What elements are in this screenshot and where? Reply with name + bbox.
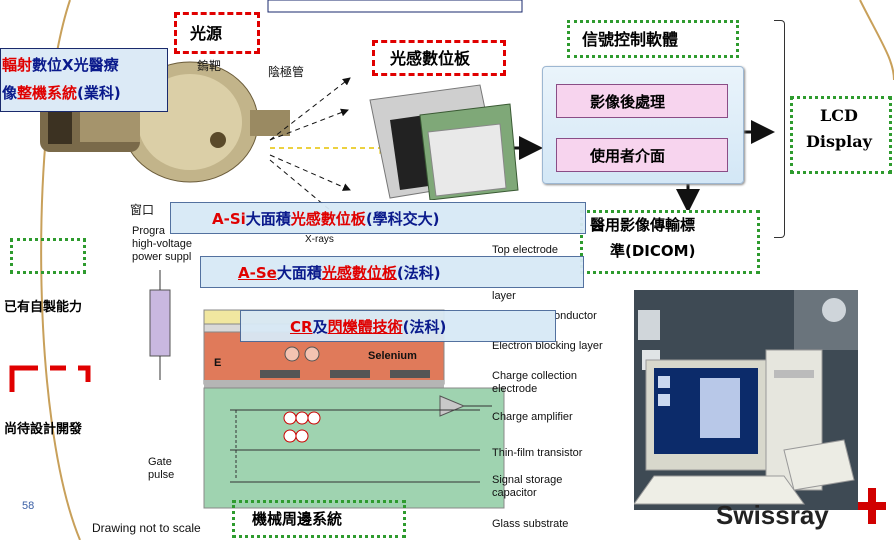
fpd-label: 光感數位板 [390, 49, 471, 68]
brand-cross-icon [858, 488, 886, 524]
dicom-line2: 準(DICOM) [610, 242, 696, 260]
banner-ase-b: 大面積 [276, 264, 322, 282]
banner-cr-b: 及 [312, 318, 328, 336]
system-title-box [0, 48, 168, 112]
source-label: 光源 [190, 24, 223, 43]
lcd-line1: LCD [820, 106, 858, 125]
legend-pending-label: 尚待設計開發 [4, 422, 83, 437]
banner-asi-text: A-Si大面積光感數位板(學科交大) [212, 208, 440, 229]
software-label-box [567, 20, 739, 58]
banner-asi-d: (學科交大) [365, 210, 440, 228]
banner-cr-a: CR [290, 318, 313, 336]
banner-ase-d: (法科) [396, 264, 441, 282]
schematic-gate-pulse-2: pulse [148, 469, 175, 481]
schematic-xrays-label: X-rays [305, 234, 334, 245]
schematic-label-top-electrode: Top electrode [492, 244, 559, 256]
flat-panel-image [369, 84, 519, 200]
banner-cr [240, 310, 556, 342]
system-title-part4: 整機系統 [17, 84, 78, 102]
banner-asi-c: 光感數位板 [290, 210, 366, 228]
workstation-image [634, 290, 858, 510]
schematic-label-charge-amplifier: Charge amplifier [492, 411, 573, 423]
banner-asi [170, 202, 586, 234]
banner-ase-c: 光感數位板 [321, 264, 397, 282]
schematic-field-label: E [214, 357, 222, 369]
image-processing-label: 影像後處理 [590, 93, 666, 111]
schematic-selenium-label: Selenium [368, 350, 417, 362]
source-label-box [174, 12, 260, 54]
schematic-left-text-1: Progra [132, 225, 166, 237]
system-title-part1: 輻射 [2, 56, 33, 74]
schematic-label-charge-collection: Charge collection electrode [492, 370, 577, 395]
schematic-label-signal-storage: Signal storage capacitor [492, 474, 563, 499]
banner-asi-a: A-Si [212, 210, 246, 228]
banner-ase-a: A-Se [238, 264, 277, 282]
schematic-left-text-3: power suppl [132, 251, 192, 263]
lcd-line2: Display [806, 132, 872, 151]
legend-existing-swatch [10, 238, 86, 274]
system-title-line2: 像整機系統(業科) [2, 82, 121, 103]
system-title-line1: 輻射數位X光醫療 [2, 54, 119, 75]
schematic-label-semiconductor: onductor [554, 310, 597, 322]
banner-cr-d: (法科) [402, 318, 447, 336]
schematic-label-tft: Thin-film transistor [492, 447, 583, 459]
schematic-left-text-2: high-voltage [132, 238, 192, 250]
system-title-part3: 像 [2, 84, 18, 102]
lcd-display-box [790, 96, 892, 174]
image-processing-box [556, 84, 728, 118]
tube-window-label: 窗口 [130, 203, 155, 217]
mechanical-label: 機械周邊系統 [252, 510, 343, 528]
banner-asi-b: 大面積 [245, 210, 291, 228]
tube-target-label: 鎢靶 [197, 59, 222, 73]
dicom-box [580, 210, 760, 274]
fpd-label-box [372, 40, 506, 76]
scale-note: Drawing not to scale [92, 521, 201, 535]
tube-cathode-label: 陰極管 [268, 65, 305, 79]
legend-pending-swatch [9, 365, 91, 392]
legend-existing-label: 已有自製能力 [4, 300, 83, 315]
brand-logo: Swissray [716, 500, 829, 530]
schematic-gate-pulse-1: Gate [148, 456, 172, 468]
banner-cr-c: 閃爍體技術 [327, 318, 403, 336]
schematic-label-glass-substrate: Glass substrate [492, 518, 569, 530]
schematic-label-layer: layer [492, 290, 516, 302]
dicom-line1: 醫用影像傳輸標 [590, 216, 696, 234]
user-interface-label: 使用者介面 [590, 147, 666, 165]
schematic-label-electron-blocking: Electron blocking layer [492, 340, 603, 352]
system-title-part5: (業科) [77, 84, 121, 102]
banner-cr-text: CR及閃爍體技術(法科) [290, 316, 446, 337]
mechanical-box [232, 500, 406, 538]
bracket-line [774, 20, 785, 238]
user-interface-box [556, 138, 728, 172]
banner-ase-text: A-Se大面積光感數位板(法科) [238, 262, 441, 283]
software-label: 信號控制軟體 [582, 30, 679, 49]
banner-ase [200, 256, 584, 288]
system-title-part2: 數位X光醫療 [32, 56, 119, 74]
page-number: 58 [22, 500, 35, 512]
